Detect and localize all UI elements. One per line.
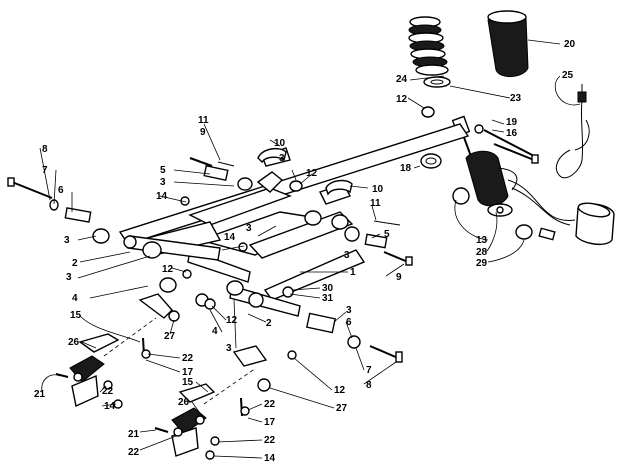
callout-14: 14 — [264, 453, 276, 464]
callout-20: 20 — [564, 39, 576, 50]
callout-6: 6 — [58, 185, 64, 196]
callout-2: 2 — [266, 318, 272, 329]
callout-14: 14 — [224, 232, 236, 243]
callout-3: 3 — [64, 235, 70, 246]
callout-4: 4 — [72, 293, 78, 304]
callout-12: 12 — [396, 94, 408, 105]
callout-29: 29 — [476, 258, 488, 269]
callout-24: 24 — [396, 74, 408, 85]
footrest-upper — [69, 293, 173, 408]
callout-15: 15 — [182, 377, 194, 388]
callout-31: 31 — [322, 293, 334, 304]
callout-18: 18 — [400, 163, 412, 174]
callout-22: 22 — [264, 435, 276, 446]
callout-9: 9 — [396, 272, 402, 283]
callout-22: 22 — [102, 386, 114, 397]
callout-4: 4 — [212, 326, 218, 337]
callout-21: 21 — [34, 389, 46, 400]
callout-3: 3 — [279, 153, 285, 164]
callout-12: 12 — [162, 264, 174, 275]
callout-3: 3 — [160, 177, 166, 188]
callout-17: 17 — [264, 417, 276, 428]
callout-6: 6 — [346, 317, 352, 328]
callout-14: 14 — [156, 191, 168, 202]
callout-22: 22 — [182, 353, 194, 364]
callout-12: 12 — [334, 385, 346, 396]
shock-boot — [487, 10, 529, 77]
callout-11: 11 — [370, 198, 381, 209]
callout-3: 3 — [226, 343, 232, 354]
callout-17: 17 — [182, 367, 194, 378]
callout-2: 2 — [72, 258, 78, 269]
callout-10: 10 — [372, 184, 384, 195]
callout-8: 8 — [42, 144, 48, 155]
leader-lines — [39, 39, 581, 459]
callout-12: 12 — [306, 168, 318, 179]
callout-12: 12 — [226, 315, 238, 326]
callout-13: 13 — [476, 235, 488, 246]
brackets — [257, 147, 353, 196]
callout-3: 3 — [346, 305, 352, 316]
callout-28: 28 — [476, 247, 488, 258]
callout-22: 22 — [264, 399, 276, 410]
callout-22: 22 — [128, 447, 140, 458]
callout-3: 3 — [246, 223, 252, 234]
shock-reservoir — [575, 202, 615, 246]
callout-labels: 20 24 23 25 12 19 16 18 13 28 29 11 9 10… — [34, 39, 576, 464]
callout-8: 8 — [366, 380, 372, 391]
callout-30: 30 — [322, 283, 334, 294]
spring-seat — [423, 76, 451, 88]
callout-26: 26 — [68, 337, 80, 348]
callout-14: 14 — [104, 401, 116, 412]
shock-absorber — [451, 115, 576, 226]
callout-7: 7 — [42, 165, 48, 176]
callout-21: 21 — [128, 429, 140, 440]
bolts — [7, 143, 539, 433]
callout-10: 10 — [274, 138, 286, 149]
callout-19: 19 — [506, 117, 518, 128]
callout-26: 26 — [178, 397, 190, 408]
hose-line — [555, 84, 590, 179]
callout-7: 7 — [366, 365, 372, 376]
callout-23: 23 — [510, 93, 522, 104]
callout-5: 5 — [160, 165, 166, 176]
footrest-lower — [171, 345, 268, 457]
callout-11: 11 — [198, 115, 209, 126]
callout-27: 27 — [336, 403, 348, 414]
callout-3: 3 — [344, 250, 350, 261]
bushings-bottom — [305, 312, 361, 349]
shock-spring — [408, 16, 449, 76]
callout-27: 27 — [164, 331, 176, 342]
callout-25: 25 — [562, 70, 574, 81]
callout-16: 16 — [506, 128, 518, 139]
upper-bushings — [420, 106, 556, 241]
callout-5: 5 — [384, 229, 390, 240]
callout-1: 1 — [350, 267, 356, 278]
callout-9: 9 — [200, 127, 206, 138]
callout-3: 3 — [66, 272, 72, 283]
callout-15: 15 — [70, 310, 82, 321]
